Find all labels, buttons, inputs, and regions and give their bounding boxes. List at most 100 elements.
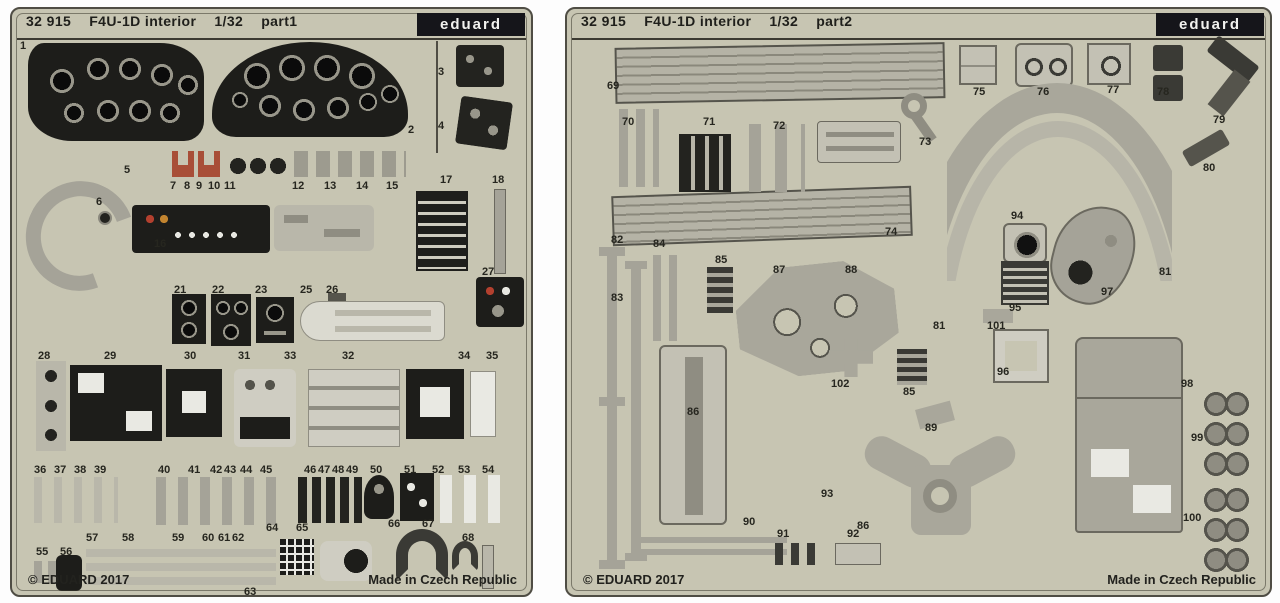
part-number-37: 37 (54, 464, 67, 476)
switch-box-27 (476, 277, 524, 327)
part-number-42: 42 (210, 464, 223, 476)
part-number-78: 78 (1157, 86, 1170, 98)
part-number-58: 58 (122, 532, 135, 544)
kit-title: F4U-1D interior (644, 13, 752, 29)
flat-plate (817, 121, 901, 163)
frame-divider-line (436, 41, 438, 153)
small-parts-91 (775, 543, 815, 565)
long-plate-25 (300, 301, 445, 341)
catalog-number: 32 915 (26, 13, 72, 29)
knob-row (228, 155, 288, 177)
part-number-63: 63 (244, 586, 257, 597)
fairlead-knob-100c (1203, 547, 1251, 573)
slotted-block-85b (897, 349, 927, 385)
copyright: © EDUARD 2017 (583, 572, 685, 587)
part-number-8: 8 (184, 180, 191, 192)
part-number-17: 17 (440, 174, 453, 186)
strip-group-72 (749, 124, 805, 192)
red-part-8 (198, 151, 220, 177)
part-number-14: 14 (356, 180, 369, 192)
kit-title: F4U-1D interior (89, 13, 197, 29)
fairlead-knob-99c (1203, 451, 1251, 477)
strip-part-35 (470, 371, 496, 437)
part-shape-3 (456, 45, 504, 87)
part-number-56: 56 (60, 546, 73, 558)
part-number-54: 54 (482, 464, 495, 476)
part-number-26: 26 (326, 284, 339, 296)
part-number-90: 90 (743, 516, 756, 528)
part-number-12: 12 (292, 180, 305, 192)
part-number-41: 41 (188, 464, 201, 476)
part-number-21: 21 (174, 284, 187, 296)
scale: 1/32 (214, 13, 244, 29)
part-number-62: 62 (232, 532, 245, 544)
part-number-48: 48 (332, 464, 345, 476)
part-number-52: 52 (432, 464, 445, 476)
arch-part-67 (452, 541, 478, 571)
part-number-83: 83 (611, 292, 624, 304)
strip-part-28 (36, 361, 66, 451)
fairlead-knob-99a (1203, 391, 1251, 417)
part-number-73: 73 (919, 136, 932, 148)
part-number-102: 102 (831, 378, 850, 390)
strip-part-68 (482, 545, 494, 589)
rail-part-90 (637, 537, 787, 555)
frame-part-96 (993, 329, 1049, 383)
small-plate-92 (835, 543, 881, 565)
part-number-25: 25 (300, 284, 313, 296)
part-number-71: 71 (703, 116, 716, 128)
part-number-97: 97 (1101, 286, 1114, 298)
plate-part-65 (320, 541, 372, 581)
part-number-88: 88 (845, 264, 858, 276)
part-number-59: 59 (172, 532, 185, 544)
part-number-7: 7 (170, 180, 177, 192)
made-in: Made in Czech Republic (1107, 572, 1256, 587)
part-number-85: 85 (903, 386, 916, 398)
lever-strips-36-39 (34, 477, 118, 523)
rail-part-82 (599, 247, 625, 569)
side-plate (274, 205, 374, 251)
part-number-35: 35 (486, 350, 499, 362)
part-number-28: 28 (38, 350, 51, 362)
part-number-45: 45 (260, 464, 273, 476)
grid-part-64 (280, 539, 314, 575)
part-number-94: 94 (1011, 210, 1024, 222)
part-number-39: 39 (94, 464, 107, 476)
part-number-29: 29 (104, 350, 117, 362)
light-strips-52-54 (440, 475, 508, 523)
square-part-78b (1153, 75, 1183, 101)
part-number-99: 99 (1191, 432, 1204, 444)
part-number-33: 33 (284, 350, 297, 362)
part-number-82: 82 (611, 234, 624, 246)
strip-group-84 (653, 255, 677, 341)
part-number-51: 51 (404, 464, 417, 476)
dark-strips-46-49 (298, 477, 362, 523)
cowl-arc-group (947, 81, 1172, 281)
part-number-31: 31 (238, 350, 251, 362)
part-number-27: 27 (482, 266, 495, 278)
part-number-34: 34 (458, 350, 471, 362)
header-divider (17, 38, 526, 40)
part-number-89: 89 (925, 422, 938, 434)
part-number-32: 32 (342, 350, 355, 362)
part-number-10: 10 (208, 180, 221, 192)
grommet-part-6 (98, 211, 112, 225)
part-number-101: 101 (987, 320, 1006, 332)
part-number-72: 72 (773, 120, 786, 132)
small-strip-row (294, 151, 406, 177)
part-number-77: 77 (1107, 84, 1120, 96)
part-number-53: 53 (458, 464, 471, 476)
part-number-60: 60 (202, 532, 215, 544)
part-number-49: 49 (346, 464, 359, 476)
part-number-85: 85 (715, 254, 728, 266)
slotted-panel-17 (416, 191, 468, 271)
fairlead-knob-100a (1203, 487, 1251, 513)
part-number-9: 9 (196, 180, 203, 192)
part-number-70: 70 (622, 116, 635, 128)
butterfly-hub-93 (923, 479, 957, 513)
catalog-number: 32 915 (581, 13, 627, 29)
